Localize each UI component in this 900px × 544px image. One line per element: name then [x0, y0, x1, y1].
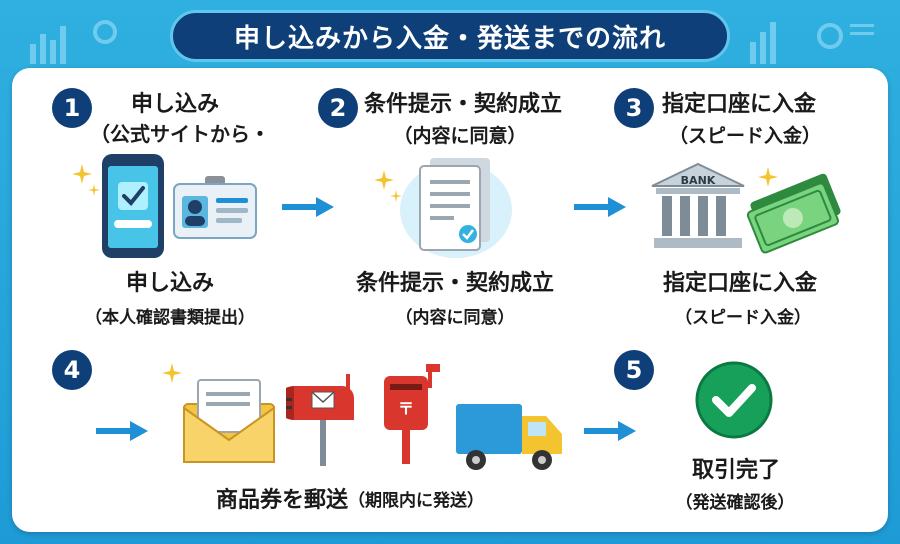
sparkle-icon [162, 363, 182, 383]
bank-building-icon: BANK [651, 162, 745, 248]
step-2-heading: 条件提示・契約成立 [364, 92, 563, 117]
svg-text:〒: 〒 [398, 399, 414, 418]
step-3-caption: 指定口座に入金 [662, 271, 817, 296]
envelope-icon [183, 379, 275, 463]
arrow-right-icon [96, 421, 148, 441]
step-4-number-badge: 4 [52, 350, 92, 390]
step-3-number-badge: 3 [614, 88, 654, 128]
step-2-caption: 条件提示・契約成立 [355, 271, 554, 296]
step-1-caption: 申し込み [125, 271, 214, 296]
sparkle-icon [374, 170, 402, 202]
step-1-number-badge: 1 [52, 88, 92, 128]
arrow-right-icon [584, 421, 636, 441]
step-5-caption: 取引完了 [691, 458, 780, 483]
smartphone-check-icon [102, 154, 164, 258]
sparkle-icon [72, 164, 100, 196]
step-5-caption-sub: （発送確認後） [675, 493, 795, 513]
chart-decoration-right [750, 22, 874, 64]
bank-sign: BANK [681, 174, 716, 187]
cash-icon [746, 173, 841, 254]
step-2-heading-sub: （内容に同意） [393, 125, 527, 147]
step-1-heading: 申し込み [130, 92, 219, 117]
document-check-icon [400, 158, 512, 258]
mailbox-icon [286, 374, 354, 466]
checkmark-circle-icon [695, 361, 773, 439]
step-1-heading-sub: （公式サイトから・ [90, 122, 270, 146]
page-title: 申し込みから入金・発送までの流れ [170, 10, 730, 62]
step-4-caption-sub: （期限内に発送） [348, 491, 484, 511]
post-box-icon: 〒 [384, 364, 440, 464]
arrow-right-icon [574, 197, 626, 217]
arrow-right-icon [282, 197, 334, 217]
step-3-heading-sub: （スピード入金） [668, 125, 821, 147]
step-3-caption-sub: （スピード入金） [675, 308, 811, 328]
flow-panel [12, 68, 888, 532]
step-3-heading: 指定口座に入金 [662, 92, 817, 117]
step-1-caption-sub: （本人確認書類提出） [85, 308, 255, 328]
id-card-icon [173, 176, 257, 239]
delivery-truck-icon [456, 404, 562, 470]
chart-decoration-left [30, 20, 117, 64]
step-5-number-badge: 5 [614, 350, 654, 390]
step-2-caption-sub: （内容に同意） [395, 308, 515, 328]
step-4-caption: 商品券を郵送 [215, 488, 348, 513]
sparkle-icon [758, 167, 778, 187]
step-2-number-badge: 2 [318, 88, 358, 128]
